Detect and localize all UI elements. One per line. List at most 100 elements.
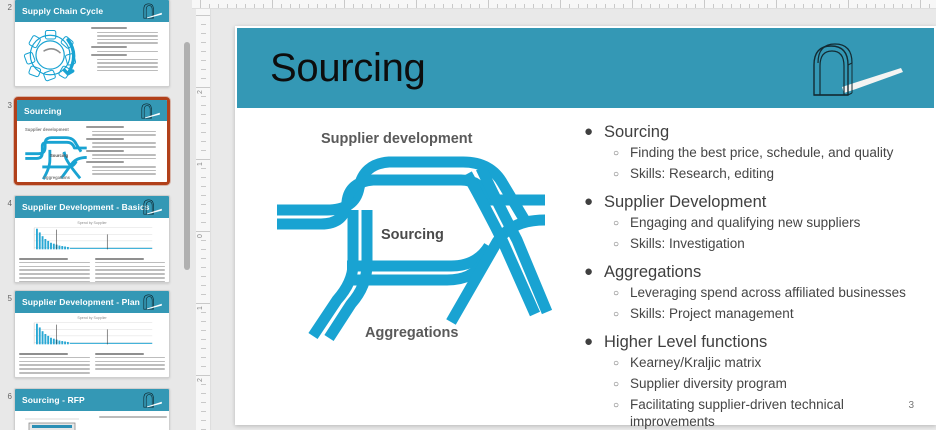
- slide-thumbnail[interactable]: Supply Chain Cycle: [14, 0, 170, 87]
- sub-bullet-circle-icon: ○: [613, 309, 620, 320]
- ruler-tick: [201, 312, 206, 313]
- ruler-tick: [201, 33, 206, 34]
- ruler-tick: [201, 114, 206, 115]
- ruler-tick: [201, 420, 206, 421]
- filmstrip-slide-5[interactable]: 5 Supplier Development - Plan: [0, 290, 182, 387]
- ruler-tick: [560, 0, 561, 8]
- slide-number-label: 2: [7, 3, 12, 12]
- bullet-text: Aggregations: [604, 263, 702, 281]
- cycle-diagram-thumb-icon: [23, 29, 77, 82]
- filmstrip-scrollbar-thumb[interactable]: [184, 42, 190, 270]
- ruler-tick: [902, 4, 903, 8]
- ruler-tick: [201, 366, 206, 367]
- ruler-tick: [452, 4, 453, 8]
- ruler-tick: [227, 4, 228, 8]
- sub-bullet-text: Facilitating supplier-driven technical i…: [630, 397, 844, 429]
- spend-chart-thumb-icon: [33, 322, 153, 345]
- bullet-list[interactable]: ● Sourcing ○ Finding the best price, sch…: [582, 122, 922, 430]
- slide-thumbnail[interactable]: Supplier Development - Basics: [14, 195, 170, 283]
- diagram-label-aggregations: Aggregations: [365, 325, 459, 341]
- archway-logo-icon: [143, 3, 162, 19]
- ruler-tick: [767, 4, 768, 8]
- ruler-tick: [398, 4, 399, 8]
- ruler-tick: [254, 4, 255, 8]
- ruler-tick: [201, 402, 206, 403]
- ruler-tick: [201, 24, 206, 25]
- ruler-tick: [201, 78, 206, 79]
- ruler-tick: [299, 4, 300, 8]
- ruler-tick: [201, 69, 206, 70]
- ruler-tick: [290, 4, 291, 8]
- filmstrip-slide-2[interactable]: 2 Supply Chain Cycle: [0, 0, 182, 96]
- ruler-tick: [317, 4, 318, 8]
- ruler-tick: [614, 4, 615, 8]
- thumbnail-body: Spend by Supplier: [15, 218, 169, 282]
- ruler-tick: [506, 4, 507, 8]
- ruler-tick: [650, 4, 651, 8]
- ruler-tick: [803, 4, 804, 8]
- active-slide[interactable]: Sourcing: [235, 26, 936, 429]
- thumbnail-title: Supplier Development - Basics: [22, 202, 150, 212]
- thumbnail-banner: Sourcing - RFP: [15, 389, 169, 411]
- thumbnail-diagram-bottom-label: Aggregations: [43, 175, 70, 180]
- ruler-tick: [875, 4, 876, 8]
- ruler-tick: [201, 42, 206, 43]
- slide-thumbnail-selected[interactable]: Sourcing Supplier development: [14, 97, 170, 185]
- ruler-tick: [201, 321, 206, 322]
- ruler-tick: [740, 4, 741, 8]
- ruler-tick: [434, 4, 435, 8]
- filmstrip-slide-6[interactable]: 6 Sourcing - RFP: [0, 388, 182, 430]
- interlocking-ribbons-diagram[interactable]: Supplier development Sourcing Aggregatio…: [255, 114, 575, 364]
- ruler-tick: [407, 4, 408, 8]
- sub-bullet-item: ○ Finding the best price, schedule, and …: [604, 144, 922, 163]
- slide-canvas[interactable]: Sourcing: [212, 10, 936, 430]
- thumbnail-banner: Sourcing: [17, 100, 167, 121]
- thumbnail-banner: Supply Chain Cycle: [15, 0, 169, 22]
- ruler-tick: [893, 4, 894, 8]
- sub-bullet-item: ○ Skills: Investigation: [604, 235, 922, 254]
- ruler-tick: [245, 4, 246, 8]
- ruler-label: 0: [197, 234, 204, 238]
- bullet-text: Supplier Development: [604, 193, 767, 211]
- knot-diagram-thumb-icon: [25, 136, 87, 180]
- ruler-tick: [551, 4, 552, 8]
- sub-bullet-text: Kearney/Kraljic matrix: [630, 355, 762, 370]
- slide-thumbnail[interactable]: Sourcing - RFP: [14, 388, 170, 430]
- sub-bullet-text: Skills: Investigation: [630, 236, 745, 251]
- diagram-label-sourcing: Sourcing: [381, 227, 444, 243]
- thumbnail-chart-title: Spend by Supplier: [77, 221, 107, 225]
- slide-page-number: 3: [908, 400, 914, 411]
- thumbnail-body: [15, 22, 169, 86]
- ruler-tick: [196, 159, 210, 160]
- sub-bullet-circle-icon: ○: [613, 379, 620, 390]
- ruler-tick: [201, 204, 206, 205]
- filmstrip-slide-4[interactable]: 4 Supplier Development - Basics: [0, 195, 182, 292]
- ruler-tick: [371, 4, 372, 8]
- ruler-tick: [677, 4, 678, 8]
- sub-bullet-item: ○ Facilitating supplier-driven technical…: [604, 396, 922, 430]
- bullet-item: ● Higher Level functions ○ Kearney/Kralj…: [582, 332, 922, 430]
- bullet-item: ● Sourcing ○ Finding the best price, sch…: [582, 122, 922, 184]
- ruler-tick: [201, 249, 206, 250]
- ruler-label: 2: [197, 378, 204, 382]
- sub-bullet-item: ○ Skills: Research, editing: [604, 165, 922, 184]
- ruler-tick: [201, 213, 206, 214]
- sub-bullet-circle-icon: ○: [613, 400, 620, 411]
- thumbnail-two-column-text: [19, 353, 165, 376]
- ruler-tick: [201, 285, 206, 286]
- bullet-dot-icon: ●: [584, 333, 594, 350]
- thumbnail-body: Supplier development Sourcing Aggregatio…: [17, 121, 167, 182]
- ruler-tick: [425, 4, 426, 8]
- sub-bullet-text: Finding the best price, schedule, and qu…: [630, 145, 894, 160]
- ruler-tick: [335, 4, 336, 8]
- thumbnail-title: Sourcing - RFP: [22, 395, 85, 405]
- ruler-tick: [201, 267, 206, 268]
- slide-thumbnail[interactable]: Supplier Development - Plan: [14, 290, 170, 378]
- slide-filmstrip-panel[interactable]: 2 Supply Chain Cycle: [0, 0, 182, 430]
- horizontal-ruler[interactable]: [192, 0, 936, 9]
- ribbon-graphic-icon: [277, 156, 553, 341]
- ruler-tick: [201, 132, 206, 133]
- filmstrip-slide-3[interactable]: 3 Sourcing Supplier development: [0, 97, 182, 194]
- ruler-tick: [201, 105, 206, 106]
